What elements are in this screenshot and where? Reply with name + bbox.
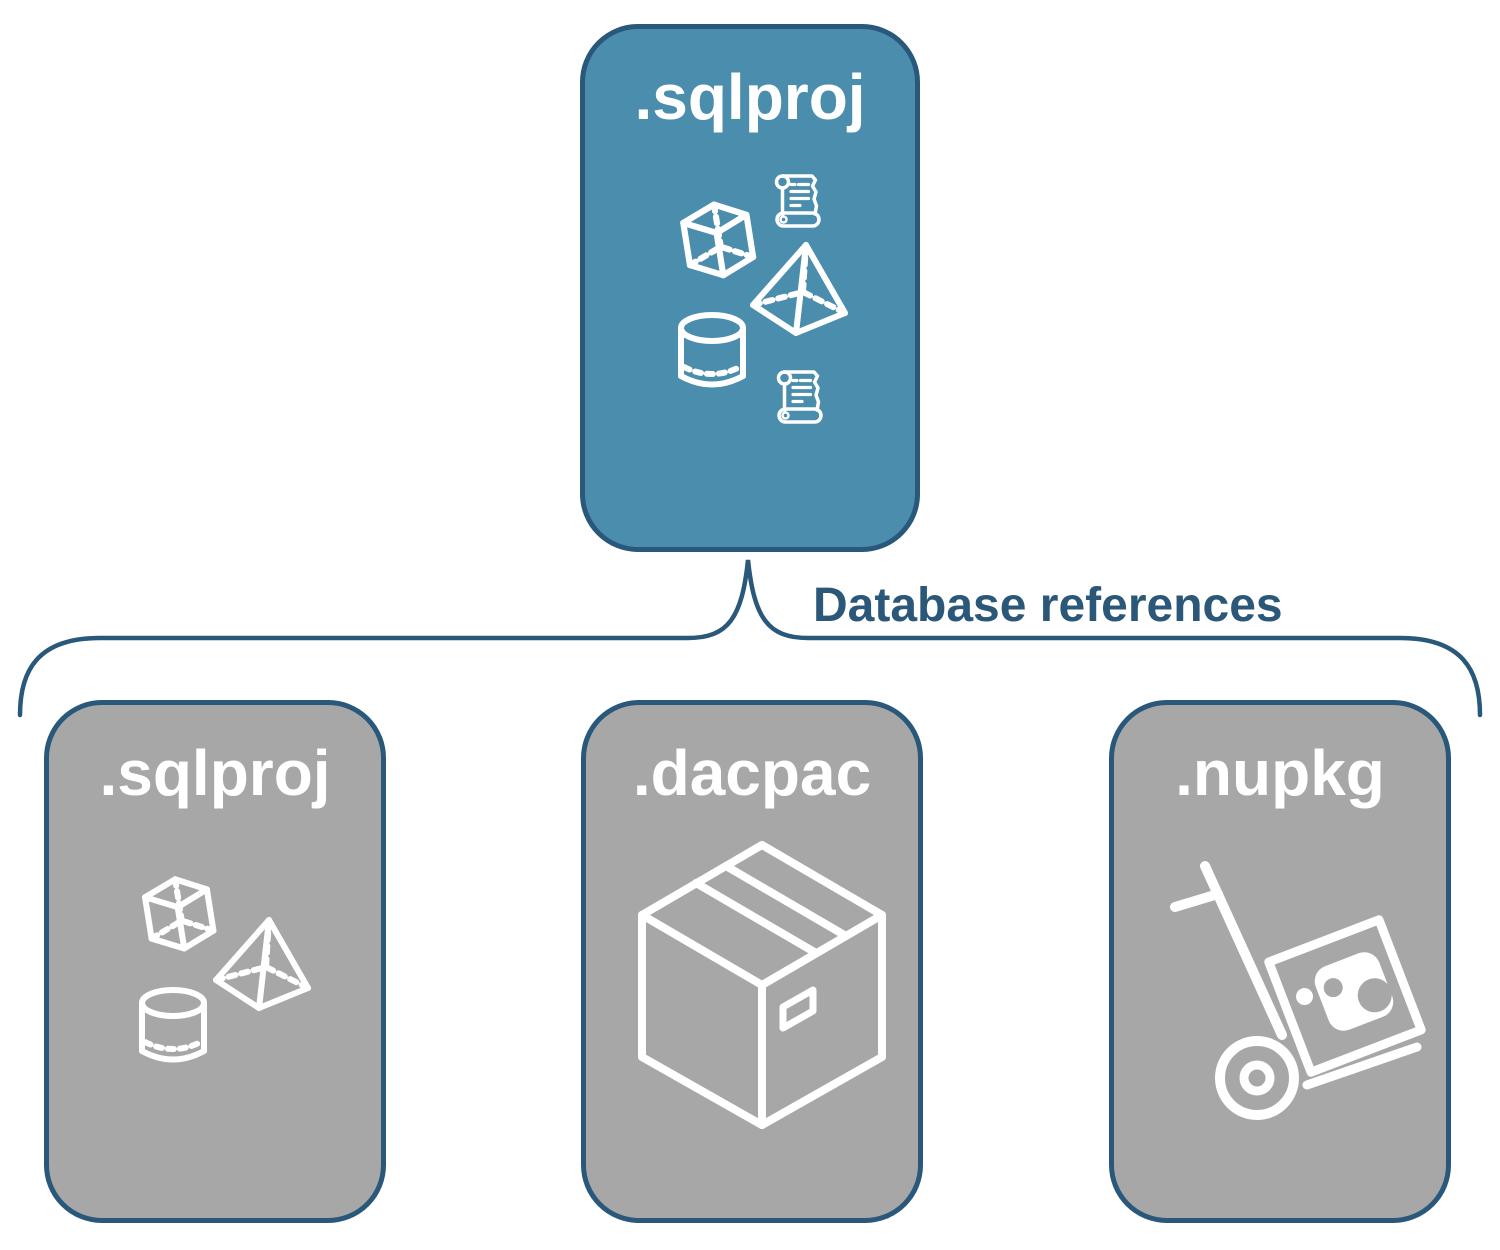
brace-connector	[17, 559, 1483, 718]
cylinder-icon	[142, 990, 204, 1060]
pyramid-icon	[753, 245, 845, 333]
sql-object-icons-cluster	[49, 705, 391, 1218]
scroll-icon	[776, 370, 823, 424]
pyramid-icon	[216, 920, 308, 1008]
connector-label: Database references	[813, 579, 1283, 632]
nuget-hand-truck-icon	[1175, 866, 1421, 1115]
cube-icon	[681, 200, 755, 280]
cube-icon	[143, 875, 215, 954]
child-card-nupkg: .nupkg	[1109, 700, 1451, 1223]
child-card-label: .sqlproj	[99, 737, 331, 809]
root-card-sqlproj: .sqlproj	[580, 24, 920, 552]
cylinder-icon	[681, 315, 743, 385]
child-card-label: .nupkg	[1175, 737, 1385, 809]
child-card-sqlproj: .sqlproj	[44, 700, 386, 1223]
root-card-label: .sqlproj	[634, 61, 866, 133]
sql-object-icons-cluster	[585, 174, 925, 424]
package-box-icon	[642, 845, 882, 1125]
nuget-icon-cluster	[1114, 705, 1456, 1218]
package-icon-cluster	[586, 705, 928, 1218]
scroll-icon	[774, 174, 821, 228]
child-card-dacpac: .dacpac	[581, 700, 923, 1223]
child-card-label: .dacpac	[632, 737, 872, 809]
